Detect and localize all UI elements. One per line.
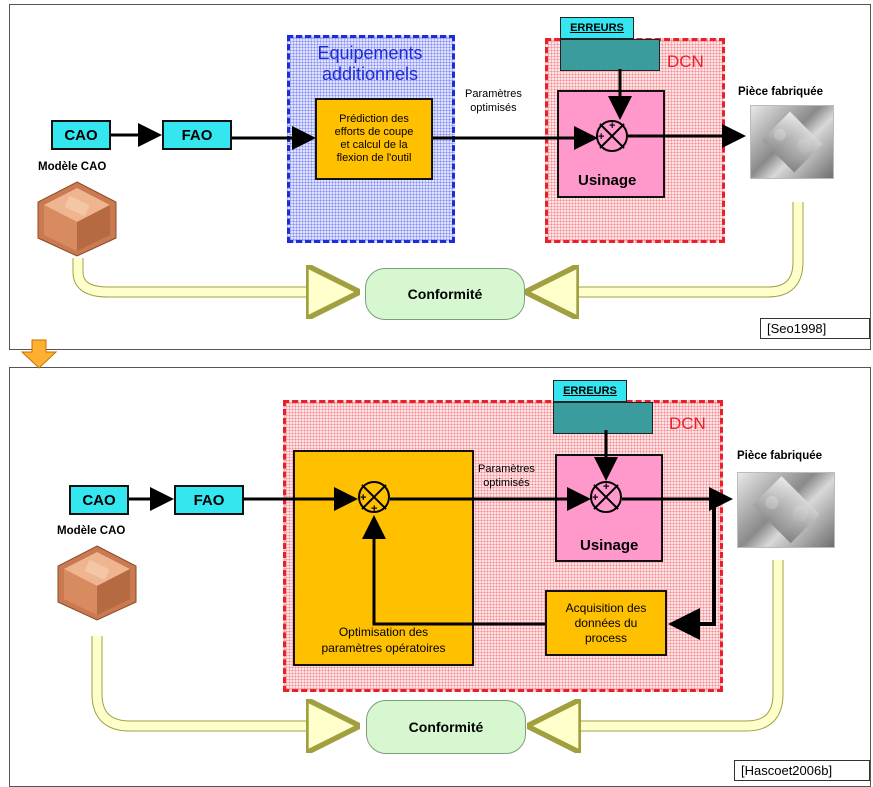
erreurs-shadow xyxy=(560,39,660,71)
conformite-top: Conformité xyxy=(365,268,525,320)
prediction-line3: et calcul de la xyxy=(340,139,408,151)
params-line2-bottom: optimisés xyxy=(483,477,530,489)
acq-line3: process xyxy=(584,630,628,645)
optim-line2: paramètres opératoires xyxy=(321,641,446,655)
plus-br-2: + xyxy=(592,492,599,504)
usinage-label-top: Usinage xyxy=(578,172,637,189)
summing-junction-bottom-right xyxy=(590,481,622,513)
piece-image-bottom xyxy=(737,472,835,548)
modele-cao-label-top: Modèle CAO xyxy=(38,161,107,173)
params-line1-bottom: Paramètres xyxy=(478,463,535,475)
plus-top-1: + xyxy=(609,120,616,132)
acq-line1: Acquisition des xyxy=(565,600,647,615)
piece-label-bottom: Pièce fabriquée xyxy=(737,450,823,462)
prediction-line4: flexion de l'outil xyxy=(336,152,412,164)
erreurs-label-top: ERREURS xyxy=(560,17,634,39)
params-line2-top: optimisés xyxy=(470,102,517,114)
equip-title-line2: additionnels xyxy=(321,64,419,84)
erreurs-block-top: ERREURS xyxy=(560,17,660,73)
reference-bottom: [Hascoet2006b] xyxy=(734,760,870,781)
erreurs-label-bottom: ERREURS xyxy=(553,380,627,402)
params-label-bottom: Paramètres optimisés xyxy=(478,462,535,490)
prediction-box: Prédiction des efforts de coupe et calcu… xyxy=(315,98,433,180)
conformite-bottom: Conformité xyxy=(366,700,526,754)
cao-model-image-bottom xyxy=(57,545,137,621)
fao-box-top: FAO xyxy=(162,120,232,150)
dcn-label-top: DCN xyxy=(667,52,704,71)
modele-cao-label-bottom: Modèle CAO xyxy=(57,525,126,537)
optim-line1: Optimisation des xyxy=(338,625,429,639)
dcn-label-bottom: DCN xyxy=(669,414,706,433)
plus-br-1: + xyxy=(603,481,610,493)
equipements-title: Equipements additionnels xyxy=(290,43,450,85)
erreurs-shadow xyxy=(553,402,653,434)
summing-junction-bottom-left xyxy=(358,481,390,513)
prediction-line2: efforts de coupe xyxy=(334,126,414,138)
params-line1-top: Paramètres xyxy=(465,88,522,100)
usinage-label-bottom: Usinage xyxy=(580,537,639,554)
params-label-top: Paramètres optimisés xyxy=(465,87,522,115)
acq-line2: données du xyxy=(574,615,638,630)
plus-top-2: + xyxy=(598,131,605,143)
plus-bl-2: + xyxy=(371,503,378,515)
erreurs-block-bottom: ERREURS xyxy=(553,380,653,436)
optimisation-box: Optimisation des paramètres opératoires xyxy=(293,450,474,666)
piece-image-top xyxy=(750,105,834,179)
acquisition-box: Acquisition des données du process xyxy=(545,590,667,656)
cao-box-bottom: CAO xyxy=(69,485,129,515)
plus-bl-1: + xyxy=(360,492,367,504)
cao-box-top: CAO xyxy=(51,120,111,150)
prediction-line1: Prédiction des xyxy=(339,113,409,125)
cao-model-image-top xyxy=(37,181,117,257)
fao-box-bottom: FAO xyxy=(174,485,244,515)
reference-top: [Seo1998] xyxy=(760,318,870,339)
equip-title-line1: Equipements xyxy=(317,43,423,63)
piece-label-top: Pièce fabriquée xyxy=(738,86,824,98)
